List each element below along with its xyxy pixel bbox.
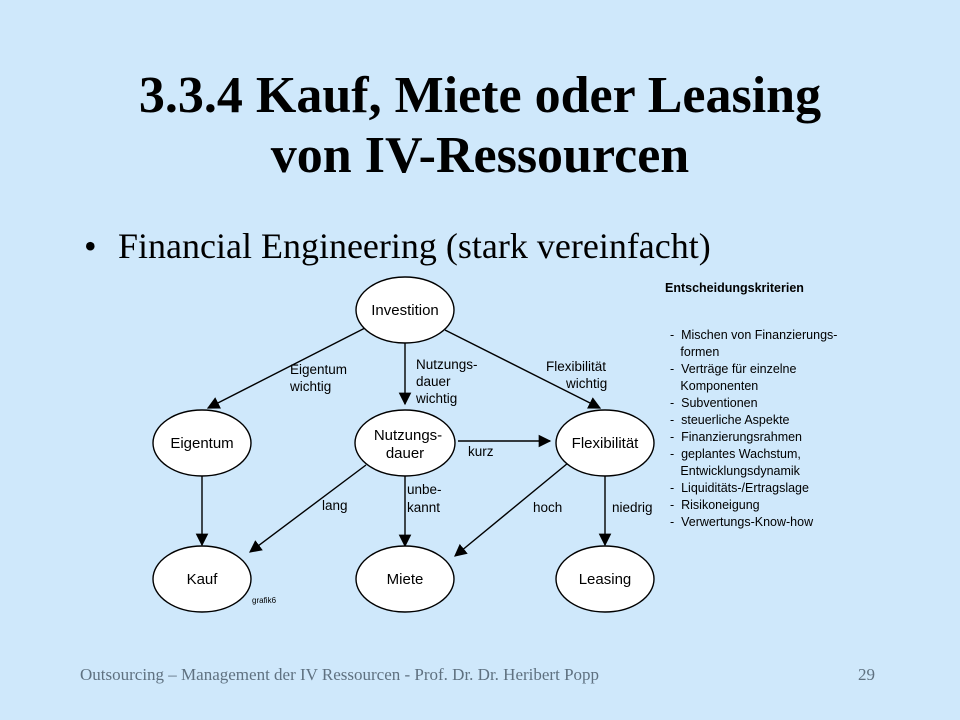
node-miete-label: Miete	[387, 571, 424, 588]
edge-investition-flexibilitaet	[444, 329, 602, 409]
edge-label-niedrig: niedrig	[612, 500, 653, 515]
title-line-1: 3.3.4 Kauf, Miete oder Leasing	[138, 67, 822, 124]
criteria-line: Komponenten	[670, 379, 758, 393]
criteria-line: - geplantes Wachstum,	[670, 447, 801, 461]
criteria-line: - Mischen von Finanzierungs-	[670, 328, 837, 342]
node-nutzungsdauer	[354, 409, 456, 477]
edge-label-unbekannt-2: kannt	[407, 500, 440, 515]
criteria-line: Entwicklungsdynamik	[670, 464, 801, 478]
bullet-item: • Financial Engineering (stark vereinfach…	[84, 224, 711, 268]
slide-title: 3.3.4 Kauf, Miete oder Leasing von IV-Re…	[0, 66, 960, 186]
edge-label-unbekannt-1: unbe-	[407, 482, 442, 497]
bullet-text: Financial Engineering (stark vereinfacht…	[118, 226, 711, 266]
edge-label-nutzungsdauer-wichtig-2: dauer	[416, 374, 451, 389]
criteria-line: - Liquiditäts-/Ertragslage	[670, 481, 809, 495]
edge-investition-eigentum	[206, 327, 366, 409]
node-leasing	[555, 545, 655, 613]
edge-label-flexibilitaet-wichtig-1: Flexibilität	[546, 359, 606, 374]
node-flexibilitaet-label: Flexibilität	[572, 435, 640, 452]
node-nutzungsdauer-label-1: Nutzungs-	[374, 427, 442, 444]
edge-label-flexibilitaet-wichtig-2: wichtig	[565, 376, 607, 391]
criteria-line: - Verwertungs-Know-how	[670, 515, 814, 529]
edge-label-eigentum-wichtig-1: Eigentum	[290, 362, 347, 377]
node-miete	[355, 545, 455, 613]
node-kauf	[152, 545, 252, 613]
node-nutzungsdauer-label-2: dauer	[386, 445, 424, 462]
criteria-line: - steuerliche Aspekte	[670, 413, 790, 427]
criteria-line: - Verträge für einzelne	[670, 362, 797, 376]
edge-label-hoch: hoch	[533, 500, 562, 515]
criteria-line: - Subventionen	[670, 396, 758, 410]
grafik-watermark: grafik6	[252, 596, 277, 605]
node-investition-label: Investition	[371, 302, 439, 319]
node-eigentum	[152, 409, 252, 477]
bullet-dot-icon: •	[84, 226, 97, 266]
slide-footer: Outsourcing – Management der IV Ressourc…	[80, 665, 600, 684]
title-line-2: von IV-Ressourcen	[270, 127, 690, 184]
edge-label-eigentum-wichtig-2: wichtig	[289, 379, 331, 394]
edge-label-nutzungsdauer-wichtig-3: wichtig	[415, 391, 457, 406]
edge-label-lang: lang	[322, 498, 348, 513]
edge-label-nutzungsdauer-wichtig-1: Nutzungs-	[416, 357, 478, 372]
node-leasing-label: Leasing	[579, 571, 632, 588]
edge-nutzungsdauer-kauf	[248, 464, 367, 553]
page-number: 29	[858, 665, 875, 684]
criteria-line: formen	[670, 345, 719, 359]
node-investition	[355, 276, 455, 344]
criteria-line: - Risikoneigung	[670, 498, 760, 512]
node-flexibilitaet	[555, 409, 655, 477]
criteria-line: - Finanzierungsrahmen	[670, 430, 802, 444]
edge-flexibilitaet-miete	[454, 462, 569, 557]
node-eigentum-label: Eigentum	[170, 435, 233, 452]
criteria-title: Entscheidungskriterien	[665, 281, 804, 295]
node-kauf-label: Kauf	[187, 571, 219, 588]
edge-label-kurz: kurz	[468, 444, 494, 459]
